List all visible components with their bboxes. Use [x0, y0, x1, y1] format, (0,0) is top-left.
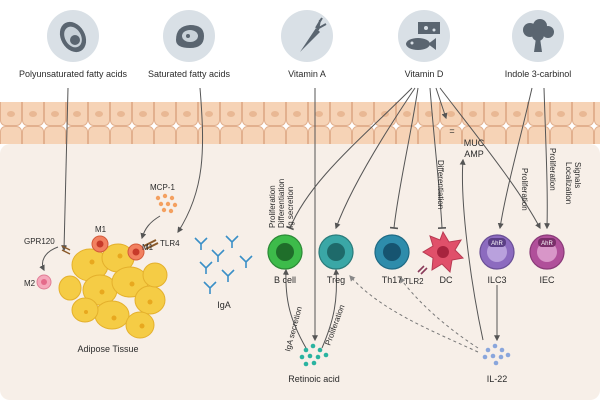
cell-label: IEC — [539, 275, 555, 285]
tlr2-receptor — [417, 265, 428, 275]
adipose-label: Adipose Tissue — [77, 344, 138, 354]
annotation-text: Differentiation — [277, 179, 286, 228]
m1-label: M1 — [95, 225, 107, 234]
arrow-ra-treg — [321, 268, 340, 349]
cell-label: B cell — [274, 275, 296, 285]
arrow-mcp1-m1 — [140, 215, 161, 240]
tlr4-receptor — [143, 239, 159, 250]
iga-label: IgA — [217, 300, 231, 310]
arrow-vitd-iec — [439, 87, 541, 230]
source-circle — [281, 10, 333, 62]
lamina-propria-background — [0, 144, 600, 400]
meat-icon — [176, 25, 204, 48]
cell-iec: AhR IEC — [529, 234, 565, 285]
source-indole: Indole 3-carbinol — [505, 10, 572, 79]
tlr4-label: TLR4 — [160, 239, 180, 248]
annotation-ilc3: Proliferation — [520, 168, 529, 211]
mcp1-dots — [155, 193, 178, 214]
carrot-icon — [300, 17, 327, 52]
il22-label: IL-22 — [487, 374, 508, 384]
source-label: Polyunsaturated fatty acids — [19, 69, 128, 79]
adipose-tissue: GPR120 M1 M1 M2 MCP-1 TLR4 Adipose Tissu… — [24, 183, 180, 354]
macrophage-m2 — [36, 274, 52, 290]
arrow-vitd-th17 — [389, 87, 419, 230]
arrow-vitd-mucamp — [435, 87, 448, 120]
annotation-iec: Proliferation — [548, 148, 557, 191]
arrow-indole-ilc3 — [497, 87, 533, 230]
annotation-iec: Signals — [573, 162, 582, 188]
macrophage-m1-left — [91, 235, 109, 253]
mcp1-label: MCP-1 — [150, 183, 175, 192]
arrow-vitd-treg — [334, 87, 416, 230]
source-label: Vitamin D — [405, 69, 444, 79]
dashed-il22-treg — [349, 275, 479, 353]
fish-cheese-icon — [406, 22, 440, 50]
broccoli-icon — [523, 19, 554, 52]
iga-antibodies — [194, 235, 253, 294]
arrow-vitd-bcell — [286, 87, 413, 231]
retinoic-acid-label: Retinoic acid — [288, 374, 340, 384]
retinoic-acid-dots — [299, 343, 329, 367]
cell-bcell: B cell — [267, 234, 303, 285]
ahr-badge: AhR — [491, 241, 503, 247]
ahr-badge: AhR — [541, 241, 553, 247]
annotation-dc: Differentiation — [436, 160, 445, 209]
cell-label: Th17 — [382, 275, 403, 285]
source-label: Saturated fatty acids — [148, 69, 231, 79]
cell-label: Treg — [327, 275, 345, 285]
il22-dots — [482, 343, 511, 366]
arrow-sfa-tlr4 — [177, 87, 204, 234]
connector-arrows — [39, 87, 551, 353]
source-vitamin-a: Vitamin A — [281, 10, 333, 79]
cell-treg: Treg — [318, 234, 354, 285]
m1-label: M1 — [142, 243, 154, 252]
muc-label: MUC — [464, 138, 485, 148]
cell-label: ILC3 — [487, 275, 506, 285]
amp-label: AMP — [464, 149, 484, 159]
tlr2-label: TLR2 — [404, 277, 424, 286]
source-label: Indole 3-carbinol — [505, 69, 572, 79]
m2-label: M2 — [24, 279, 36, 288]
arrow-gpr120-m2 — [39, 246, 59, 272]
equals-sign: = — [449, 126, 454, 136]
arrow-indole-iec — [543, 87, 551, 230]
arrow-pufa-gpr120 — [61, 87, 69, 252]
avocado-icon — [59, 21, 87, 53]
arrow-il22-mucamp — [459, 158, 484, 341]
cell-th17: Th17 — [374, 234, 410, 285]
cell-ilc3: AhR ILC3 — [479, 234, 515, 285]
source-circle — [398, 10, 450, 62]
annotation-text: Ig secretion — [286, 187, 295, 228]
arrow-vitd-dc — [429, 87, 447, 230]
source-vitamin-d: Vitamin D — [398, 10, 450, 79]
epithelial-layer — [0, 102, 600, 144]
annotation-iec: Localization — [564, 162, 573, 204]
annotation-text: Proliferation — [268, 185, 277, 228]
source-pufa: Polyunsaturated fatty acids — [19, 10, 128, 79]
macrophage-m1-right — [127, 243, 145, 261]
annotation-bcell-vitd: Proliferation Differentiation Ig secreti… — [268, 179, 295, 228]
arrow-ra-bcell — [282, 268, 307, 349]
gpr120-label: GPR120 — [24, 237, 55, 246]
cell-dc: DC — [422, 230, 465, 285]
gpr120-receptor — [61, 245, 71, 255]
cell-label: DC — [440, 275, 453, 285]
source-sfa: Saturated fatty acids — [148, 10, 231, 79]
source-label: Vitamin A — [288, 69, 326, 79]
